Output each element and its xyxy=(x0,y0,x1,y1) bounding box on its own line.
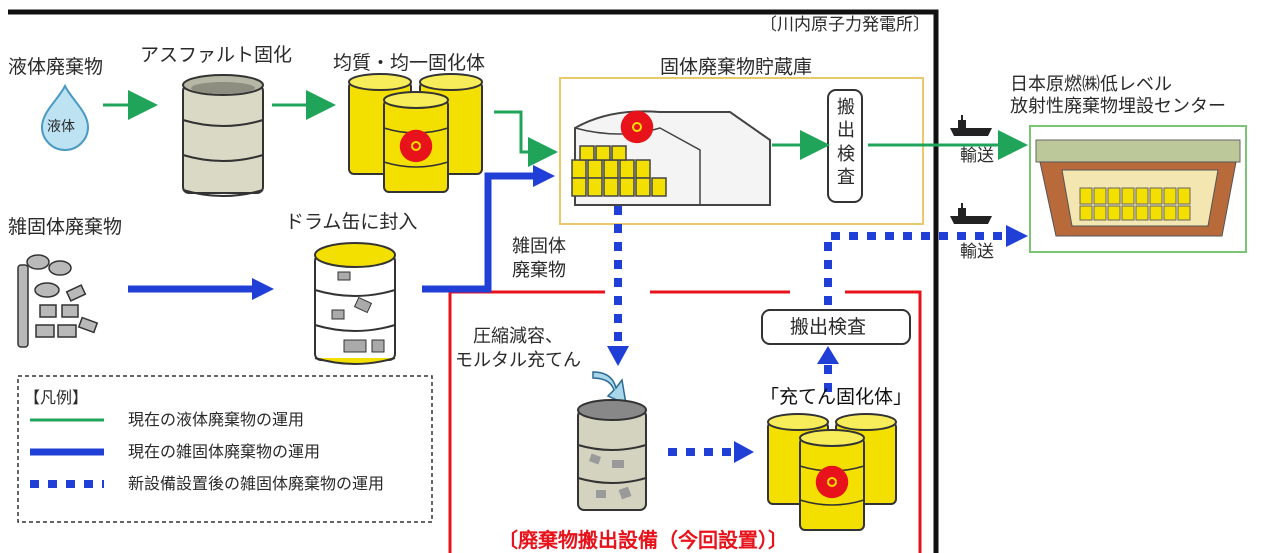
compress-label-1: 圧縮減容、 xyxy=(473,326,563,347)
scrap-parts-icon xyxy=(17,254,99,348)
new-inspection-label: 搬出検査 xyxy=(790,316,867,338)
arrow-filled-to-inspection xyxy=(817,346,839,392)
arrow-drum-to-storage xyxy=(422,165,555,293)
new-facility-label: 〔廃棄物搬出設備（今回設置）〕 xyxy=(498,528,788,552)
compress-label-2: モルタル充てん xyxy=(455,350,581,371)
liquid-waste-label: 液体廃棄物 xyxy=(8,56,104,78)
disposal-center-label-1: 日本原燃㈱低レベル xyxy=(1010,74,1172,95)
cargo-ship-icon xyxy=(950,115,992,136)
sealed-drum-icon xyxy=(314,242,396,365)
disposal-center-label-2: 放射性廃棄物埋設センター xyxy=(1010,96,1226,117)
filled-solid-label: 「充てん固化体」 xyxy=(760,386,913,408)
transport-label-1: 輸送 xyxy=(960,146,994,166)
arrow-new-transport xyxy=(824,225,1028,305)
arrow-scrap-to-drum xyxy=(128,278,274,300)
water-drop-icon xyxy=(40,83,90,151)
arrow-homogeneous-to-storage xyxy=(494,110,558,167)
disposal-center-icon xyxy=(1035,139,1241,237)
asphalt-drum-icon xyxy=(182,74,264,197)
legend-item-blue-dotted: 新設備設置後の雑固体廃棄物の運用 xyxy=(128,474,385,493)
transport-label-2: 輸送 xyxy=(960,242,994,262)
storage-building-icon xyxy=(571,110,771,206)
drum-seal-label: ドラム缶に封入 xyxy=(285,211,418,233)
legend-item-green: 現在の液体廃棄物の運用 xyxy=(128,410,305,429)
misc-solid-arrow-label-1: 雑固体 xyxy=(512,236,566,257)
homogeneous-label: 均質・均一固化体 xyxy=(333,52,486,74)
plant-label: 〔川内原子力発電所〕 xyxy=(760,15,930,35)
cargo-ship-icon xyxy=(950,203,992,224)
liquid-drop-label: 液体 xyxy=(47,119,75,135)
plant-boundary xyxy=(8,9,939,553)
storage-label: 固体廃棄物貯蔵庫 xyxy=(660,56,813,78)
ship-out-inspection-label: 搬出検査 xyxy=(837,97,855,189)
compression-drum-icon xyxy=(577,371,647,511)
misc-solid-arrow-label-2: 廃棄物 xyxy=(512,260,566,281)
new-inspection-box xyxy=(761,309,911,345)
arrow-storage-to-compression xyxy=(607,206,629,366)
misc-solid-waste-label: 雑固体廃棄物 xyxy=(8,216,123,238)
arrow-compression-to-filled xyxy=(668,441,754,463)
asphalt-label: アスファルト固化 xyxy=(140,44,293,66)
filled-solid-drums-icon xyxy=(767,413,897,531)
homogeneous-drums-icon xyxy=(348,73,483,193)
legend-title: 【凡例】 xyxy=(24,388,89,407)
legend-item-blue: 現在の雑固体廃棄物の運用 xyxy=(128,442,321,461)
